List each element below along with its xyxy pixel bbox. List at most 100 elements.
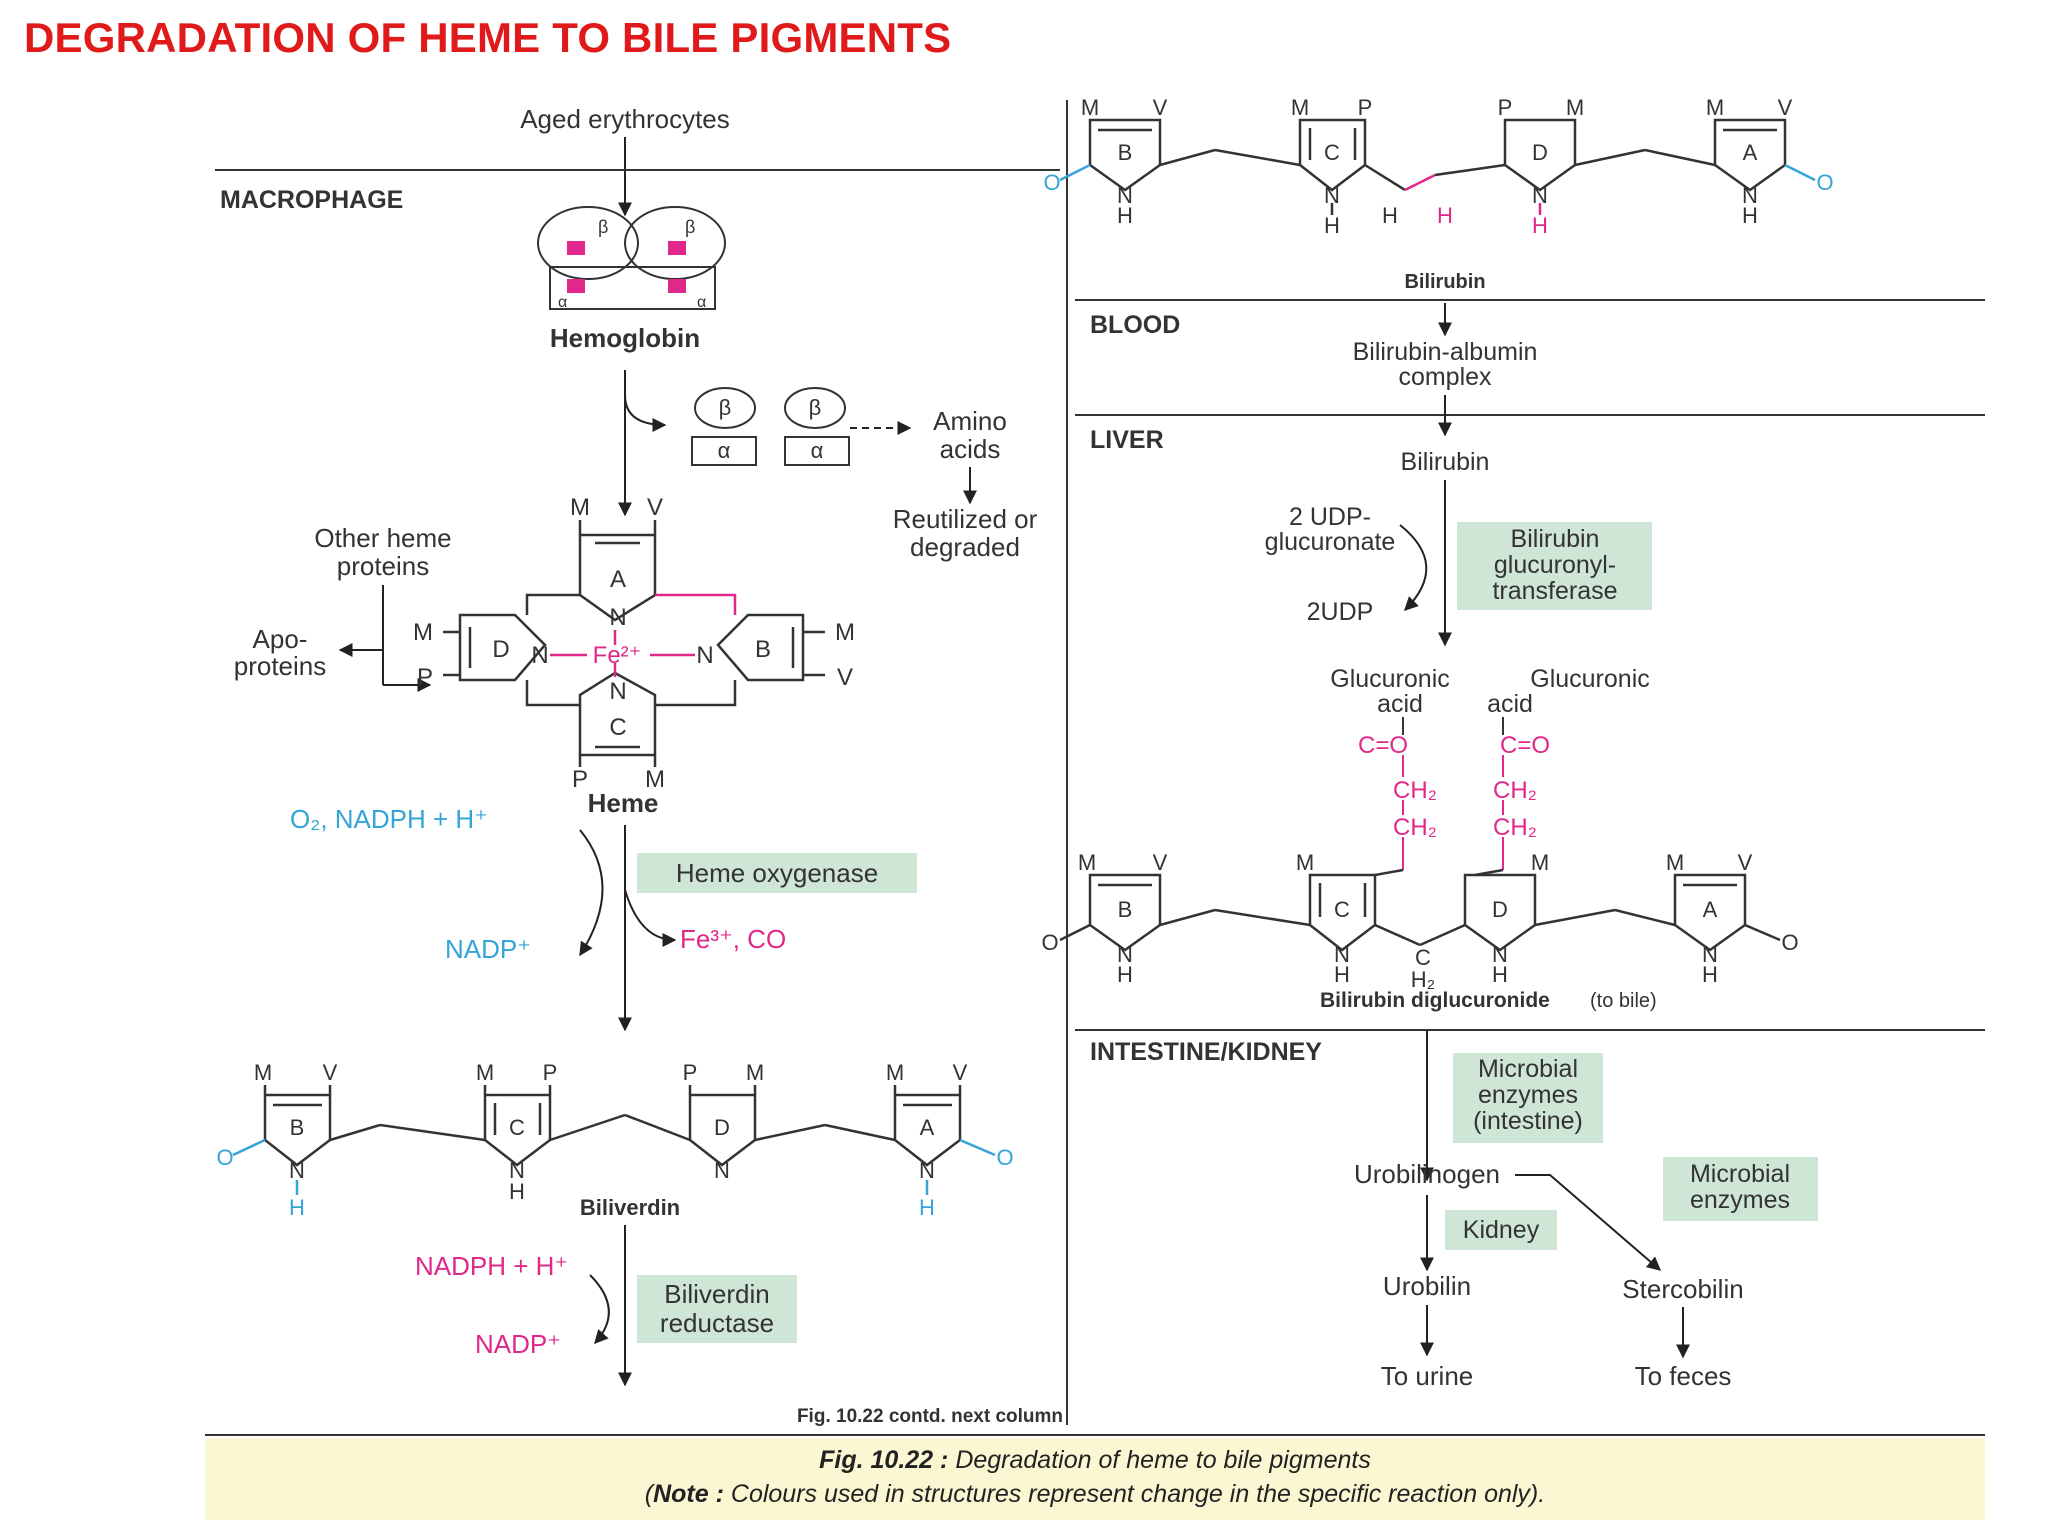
stercobilin-label: Stercobilin <box>1622 1274 1743 1304</box>
biliverdin-reductase-label: Biliverdin <box>664 1279 770 1309</box>
svg-text:N: N <box>1742 183 1758 208</box>
svg-text:complex: complex <box>1398 363 1492 391</box>
svg-text:C: C <box>509 1115 525 1140</box>
svg-text:P: P <box>1498 95 1513 120</box>
svg-text:degraded: degraded <box>910 532 1020 562</box>
macrophage-label: MACROPHAGE <box>220 186 403 214</box>
apo-proteins-label: Apo- <box>253 624 308 654</box>
svg-text:H: H <box>1532 213 1548 238</box>
svg-text:D: D <box>1492 897 1508 922</box>
svg-text:CH₂: CH₂ <box>1393 777 1437 804</box>
svg-text:A: A <box>1703 897 1718 922</box>
heme-structure <box>443 520 825 767</box>
svg-text:β: β <box>685 217 695 237</box>
svg-text:N: N <box>1532 183 1548 208</box>
svg-text:M: M <box>1706 95 1724 120</box>
svg-text:M: M <box>1291 95 1309 120</box>
reutilized-label: Reutilized or <box>893 504 1038 534</box>
svg-text:M: M <box>1078 850 1096 875</box>
heme-oxygenase-label: Heme oxygenase <box>676 858 878 888</box>
microbial-enzymes-label: Microbial <box>1690 1160 1790 1188</box>
svg-text:V: V <box>1153 850 1168 875</box>
caption-text: Degradation of heme to bile pigments <box>955 1446 1371 1474</box>
svg-text:B: B <box>1118 140 1133 165</box>
svg-text:B: B <box>290 1115 305 1140</box>
caption-line-2: (Note : Colours used in structures repre… <box>644 1480 1546 1508</box>
svg-text:D: D <box>1532 140 1548 165</box>
svg-text:α: α <box>558 294 567 311</box>
svg-text:α: α <box>811 438 824 463</box>
svg-text:M: M <box>1296 850 1314 875</box>
svg-text:V: V <box>953 1060 968 1085</box>
svg-text:O: O <box>1816 170 1833 195</box>
heme-label: Heme <box>588 788 659 818</box>
svg-text:H: H <box>1117 962 1133 987</box>
svg-text:V: V <box>837 664 853 691</box>
urobilin-label: Urobilin <box>1383 1271 1471 1301</box>
globin-chains: β β α α <box>691 387 850 466</box>
microbial-enzymes-intestine-label: Microbial <box>1478 1055 1578 1083</box>
svg-text:N: N <box>1117 942 1133 967</box>
svg-text:D: D <box>714 1115 730 1140</box>
svg-text:H: H <box>1382 203 1398 228</box>
svg-text:CH₂: CH₂ <box>1393 814 1437 841</box>
svg-text:enzymes: enzymes <box>1690 1186 1790 1214</box>
svg-text:H: H <box>1702 962 1718 987</box>
svg-text:acid: acid <box>1487 690 1533 718</box>
figure: Aged erythrocytes MACROPHAGE β β α α Hem… <box>205 95 1985 1530</box>
svg-text:H: H <box>509 1179 525 1204</box>
svg-text:C=O: C=O <box>1500 732 1550 759</box>
svg-text:β: β <box>598 217 608 237</box>
svg-text:M: M <box>1531 850 1549 875</box>
svg-text:M: M <box>886 1060 904 1085</box>
intestine-kidney-label: INTESTINE/KIDNEY <box>1090 1038 1322 1066</box>
svg-text:H: H <box>919 1195 935 1220</box>
svg-text:H: H <box>1334 962 1350 987</box>
svg-text:N: N <box>1334 942 1350 967</box>
svg-text:β: β <box>809 395 822 420</box>
svg-text:V: V <box>1738 850 1753 875</box>
svg-text:O: O <box>996 1145 1013 1170</box>
hemoglobin-structure: β β α α <box>537 206 726 311</box>
hemoglobin-label: Hemoglobin <box>550 323 700 353</box>
svg-text:proteins: proteins <box>234 651 327 681</box>
svg-text:V: V <box>647 494 663 521</box>
svg-text:α: α <box>718 438 731 463</box>
biliverdin-label: Biliverdin <box>580 1195 680 1220</box>
bilirubin-structure <box>1059 118 1816 215</box>
bilirubin-structure-label: Bilirubin <box>1404 271 1485 293</box>
svg-text:M: M <box>645 766 665 793</box>
svg-text:N: N <box>696 642 713 669</box>
nadp-2-label: NADP⁺ <box>475 1329 561 1359</box>
svg-text:P: P <box>417 664 433 691</box>
caption-note-label: Note : <box>653 1480 724 1508</box>
svg-text:M: M <box>476 1060 494 1085</box>
svg-text:V: V <box>1153 95 1168 120</box>
glucuronic-acid-2-label: Glucuronic <box>1530 665 1650 693</box>
udp-glucuronate-label: 2 UDP- <box>1289 503 1371 531</box>
svg-text:CH₂: CH₂ <box>1493 814 1537 841</box>
svg-text:N: N <box>289 1158 305 1183</box>
svg-text:M: M <box>1666 850 1684 875</box>
svg-text:D: D <box>492 636 509 663</box>
svg-text:H₂: H₂ <box>1411 967 1435 992</box>
svg-text:M: M <box>254 1060 272 1085</box>
svg-text:N: N <box>714 1158 730 1183</box>
svg-text:A: A <box>610 566 626 593</box>
contd-label: Fig. 10.22 contd. next column <box>797 1406 1063 1427</box>
svg-text:glucuronate: glucuronate <box>1265 528 1396 556</box>
svg-text:transferase: transferase <box>1492 577 1617 605</box>
nadph-label: NADPH + H⁺ <box>415 1251 568 1281</box>
svg-text:O: O <box>1041 930 1058 955</box>
svg-text:N: N <box>609 604 626 631</box>
svg-text:C: C <box>1415 945 1431 970</box>
svg-text:A: A <box>1743 140 1758 165</box>
svg-text:O: O <box>216 1145 233 1170</box>
svg-text:H: H <box>1324 213 1340 238</box>
svg-text:P: P <box>683 1060 698 1085</box>
svg-text:C: C <box>1324 140 1340 165</box>
svg-text:N: N <box>1324 183 1340 208</box>
svg-text:N: N <box>509 1158 525 1183</box>
svg-text:M: M <box>1081 95 1099 120</box>
svg-text:H: H <box>289 1195 305 1220</box>
